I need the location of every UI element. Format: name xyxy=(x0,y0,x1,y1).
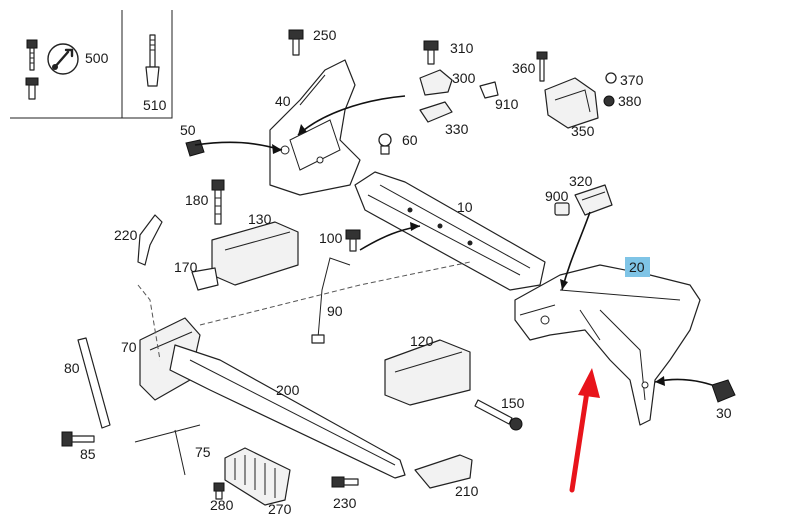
part-310-bolt xyxy=(423,40,439,65)
part-330-clip xyxy=(419,101,453,123)
rivet-icon xyxy=(145,34,160,87)
part-250-bolt xyxy=(288,29,304,56)
part-120-bracket xyxy=(384,339,471,406)
label-130: 130 xyxy=(248,211,272,227)
label-120: 120 xyxy=(410,333,434,349)
label-100: 100 xyxy=(319,230,343,246)
label-360: 360 xyxy=(512,60,536,76)
fastener-kit-box xyxy=(10,10,173,119)
label-220: 220 xyxy=(114,227,138,243)
part-910-grommet xyxy=(479,81,499,99)
part-230-bolt xyxy=(331,476,359,488)
part-170-plate xyxy=(191,267,219,291)
part-150-bolt xyxy=(474,399,523,431)
part-40-bracket xyxy=(269,59,361,196)
part-200-bumper-beam xyxy=(169,344,406,479)
wrench-icon xyxy=(47,43,79,75)
label-320: 320 xyxy=(569,173,593,189)
label-330: 330 xyxy=(445,121,469,137)
screw-icon xyxy=(26,39,38,71)
label-380: 380 xyxy=(618,93,642,109)
label-270: 270 xyxy=(268,501,292,517)
label-40: 40 xyxy=(275,93,291,109)
part-75-bracket xyxy=(134,424,201,476)
part-50-grommet xyxy=(185,139,205,157)
part-220-bracket xyxy=(137,214,163,266)
label-500: 500 xyxy=(85,50,109,66)
part-60-nut xyxy=(378,133,392,155)
label-210: 210 xyxy=(455,483,479,499)
label-250: 250 xyxy=(313,27,337,43)
label-75: 75 xyxy=(195,444,211,460)
label-910: 910 xyxy=(495,96,519,112)
part-180-bolt xyxy=(211,179,225,225)
highlight-box-20 xyxy=(625,257,650,277)
label-350: 350 xyxy=(571,123,595,139)
part-30-grommet xyxy=(711,379,736,403)
part-85-bolt xyxy=(61,431,95,447)
label-310: 310 xyxy=(450,40,474,56)
label-150: 150 xyxy=(501,395,525,411)
label-510: 510 xyxy=(143,97,167,113)
part-380-nut xyxy=(603,95,615,107)
part-350-bracket xyxy=(544,77,599,129)
red-annotation-arrow xyxy=(569,368,600,493)
label-70: 70 xyxy=(121,339,137,355)
label-900: 900 xyxy=(545,188,569,204)
label-280: 280 xyxy=(210,497,234,513)
label-50: 50 xyxy=(180,122,196,138)
label-20: 20 xyxy=(629,259,645,275)
part-130-bracket xyxy=(211,221,299,286)
part-10-cross-member xyxy=(354,171,546,291)
label-60: 60 xyxy=(402,132,418,148)
label-85: 85 xyxy=(80,446,96,462)
label-370: 370 xyxy=(620,72,644,88)
part-280-clip xyxy=(213,482,225,500)
bumper-outline xyxy=(137,261,471,361)
part-100-bolt xyxy=(345,229,361,252)
leader-arrows xyxy=(194,95,713,386)
part-370-nut xyxy=(605,72,617,84)
label-90: 90 xyxy=(327,303,343,319)
part-80-strut xyxy=(77,337,111,429)
part-210-bracket xyxy=(414,454,473,489)
part-300-clip xyxy=(419,69,453,96)
label-10: 10 xyxy=(457,199,473,215)
screw-icon xyxy=(25,77,39,100)
part-320-clip xyxy=(574,184,613,216)
part-20-front-carrier xyxy=(514,264,701,426)
label-230: 230 xyxy=(333,495,357,511)
part-360-bolt xyxy=(536,51,548,82)
part-900-grommet xyxy=(554,202,570,216)
part-90-rod xyxy=(311,257,351,344)
label-30: 30 xyxy=(716,405,732,421)
part-270-grille-insert xyxy=(224,447,291,506)
label-300: 300 xyxy=(452,70,476,86)
label-170: 170 xyxy=(174,259,198,275)
label-200: 200 xyxy=(276,382,300,398)
label-80: 80 xyxy=(64,360,80,376)
label-180: 180 xyxy=(185,192,209,208)
